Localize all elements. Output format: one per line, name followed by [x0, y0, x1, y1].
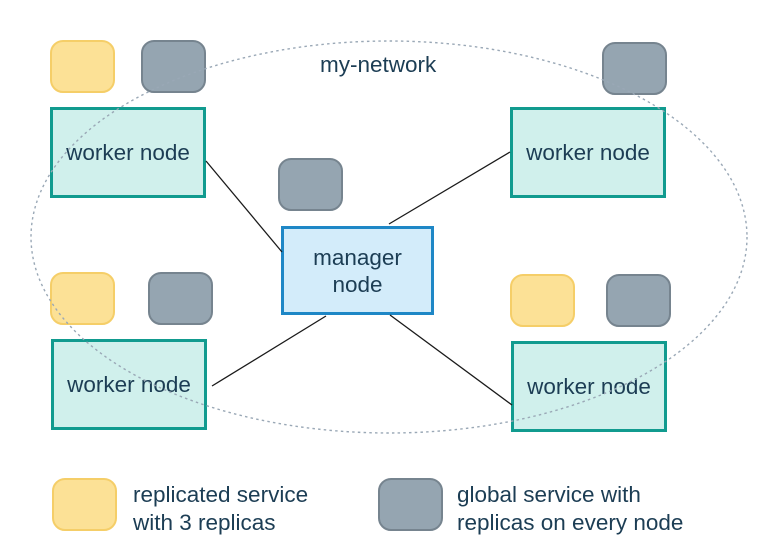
worker-node-label: worker node	[67, 372, 191, 397]
manager-node-label: manager node	[313, 244, 402, 297]
replicated-service-icon	[50, 272, 115, 325]
global-service-icon	[141, 40, 206, 93]
replicated-service-icon	[50, 40, 115, 93]
worker-node-label: worker node	[526, 140, 650, 165]
legend-replicated-label: replicated service with 3 replicas	[133, 482, 309, 535]
global-service-icon	[606, 274, 671, 327]
worker-node-box-top-right: worker node	[510, 107, 666, 198]
network-label: my-network	[320, 52, 437, 77]
replicated-service-icon	[52, 478, 117, 531]
connector-manager-bottomleft-worker	[211, 315, 327, 387]
global-service-icon	[378, 478, 443, 531]
worker-node-box-bottom-left: worker node	[51, 339, 207, 430]
worker-node-label: worker node	[527, 374, 651, 399]
global-service-icon	[602, 42, 667, 95]
connector-manager-topright-worker	[388, 151, 511, 225]
worker-node-label: worker node	[66, 140, 190, 165]
worker-node-box-bottom-right: worker node	[511, 341, 667, 432]
global-service-icon	[148, 272, 213, 325]
replicated-service-icon	[510, 274, 575, 327]
manager-node-box: manager node	[281, 226, 434, 315]
global-service-icon	[278, 158, 343, 211]
connector-manager-topleft-worker	[205, 160, 283, 253]
connector-manager-bottomright-worker	[389, 314, 513, 406]
legend-global-label: global service with replicas on every no…	[457, 482, 684, 535]
worker-node-box-top-left: worker node	[50, 107, 206, 198]
